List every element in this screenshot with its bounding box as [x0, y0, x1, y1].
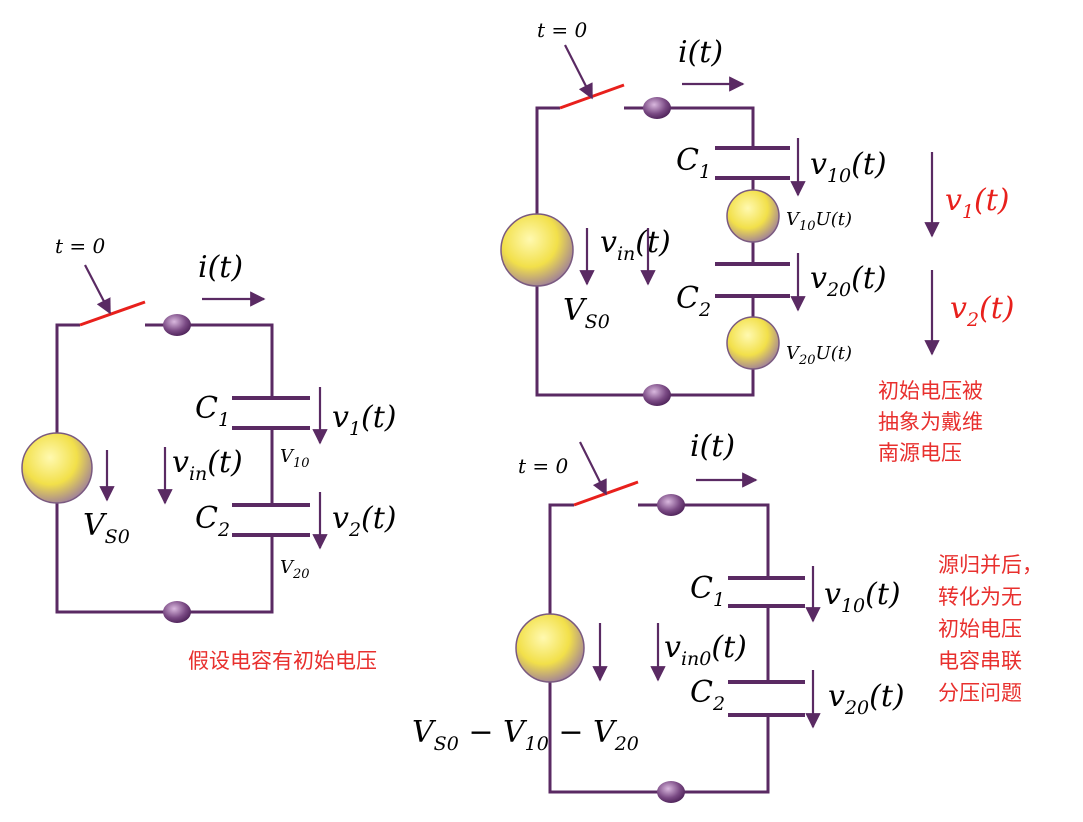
source2-label: V20U(t) — [786, 343, 852, 368]
c2-label: C2 — [690, 675, 725, 715]
v10-label: v10(t) — [810, 147, 887, 187]
circuit-a: t = 0 i(t) C1 C2 v1(t) v2(t) vin(t) VS0 … — [21, 234, 397, 673]
vs-label: VS0 — [563, 293, 610, 333]
circuit-c: t = 0 i(t) C1 C2 v10(t) v20(t) vin0(t) V… — [412, 429, 1043, 803]
v20-label: v20(t) — [828, 679, 905, 719]
voltage-source-icon — [500, 213, 574, 287]
circuit-b: t = 0 i(t) C1 C2 v10(t) v20(t) vin(t) VS… — [500, 18, 1015, 465]
terminal-node-icon — [657, 494, 685, 516]
note-b-line: 抽象为戴维 — [878, 410, 983, 434]
c1-label: C1 — [195, 391, 230, 431]
vs-combined-label: VS0 − V10 − V20 — [412, 715, 639, 755]
c2-label: C2 — [676, 281, 711, 321]
note-b-line: 南源电压 — [878, 441, 962, 465]
vin-label: vin(t) — [172, 445, 243, 485]
switch-time-label: t = 0 — [518, 454, 569, 478]
voltage-source-icon — [726, 189, 780, 243]
source1-label: V10U(t) — [786, 209, 852, 234]
c2-label: C2 — [195, 501, 230, 541]
v2-label: v2(t) — [332, 501, 397, 541]
voltage-source-icon — [726, 316, 780, 370]
current-label: i(t) — [678, 35, 723, 70]
v10-label: V10 — [280, 446, 310, 471]
terminal-node-icon — [163, 314, 191, 336]
v1-label: v1(t) — [945, 183, 1010, 223]
terminal-node-icon — [643, 384, 671, 406]
note-c-line: 初始电压 — [938, 617, 1022, 641]
voltage-source-icon — [21, 432, 93, 504]
voltage-source-icon — [515, 613, 585, 683]
c1-label: C1 — [690, 571, 725, 611]
terminal-node-icon — [163, 601, 191, 623]
current-label: i(t) — [690, 429, 735, 464]
switch-icon — [79, 300, 146, 327]
vs-label: VS0 — [83, 508, 130, 548]
note-c-line: 电容串联 — [938, 649, 1022, 673]
terminal-node-icon — [643, 97, 671, 119]
terminal-node-icon — [657, 781, 685, 803]
v2-label: v2(t) — [950, 291, 1015, 331]
switch-time-label: t = 0 — [537, 18, 588, 42]
vin-label: vin(t) — [600, 225, 671, 265]
v20-label: V20 — [280, 557, 310, 582]
note-c-line: 转化为无 — [938, 585, 1022, 609]
note-b-line: 初始电压被 — [878, 379, 983, 403]
c1-label: C1 — [676, 143, 711, 183]
note-a: 假设电容有初始电压 — [188, 649, 377, 673]
v20-label: v20(t) — [810, 261, 887, 301]
switch-time-label: t = 0 — [55, 234, 106, 258]
note-c-line: 分压问题 — [938, 681, 1022, 705]
current-label: i(t) — [198, 250, 243, 285]
v10-label: v10(t) — [824, 577, 901, 617]
vin-label: vin0(t) — [664, 630, 747, 670]
v1-label: v1(t) — [332, 400, 397, 440]
note-c-line: 源归并后， — [938, 553, 1043, 577]
